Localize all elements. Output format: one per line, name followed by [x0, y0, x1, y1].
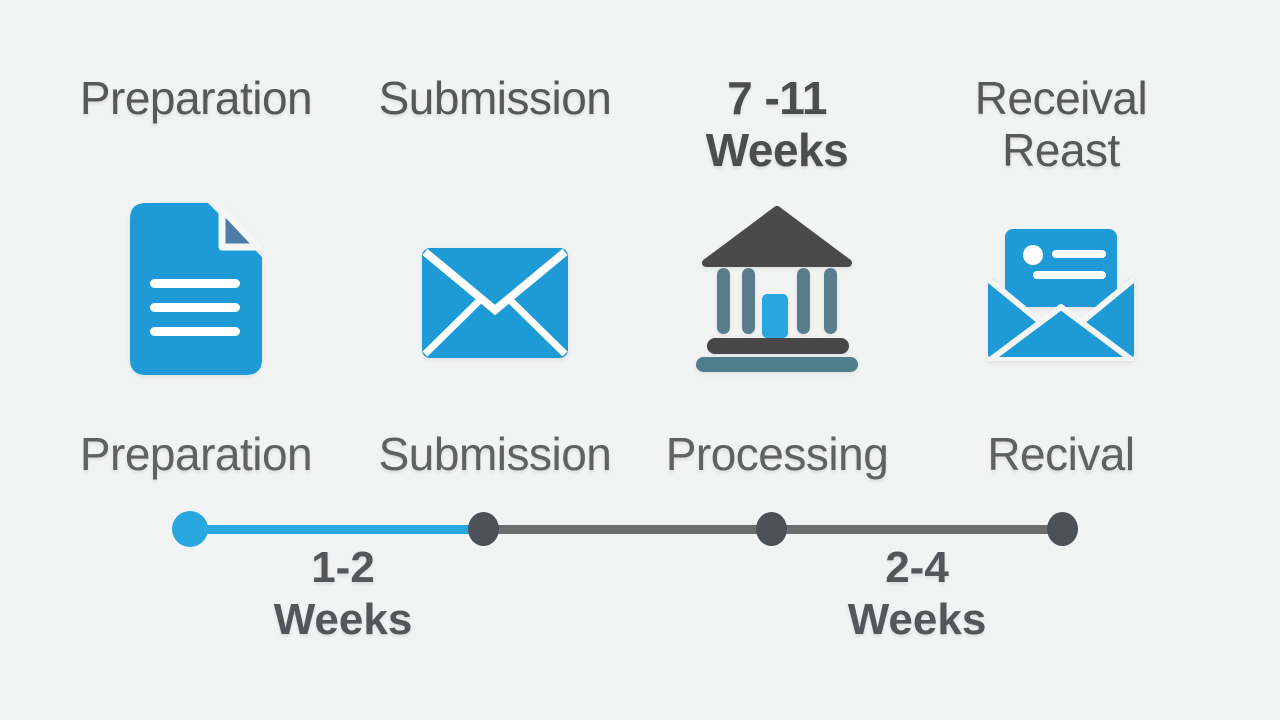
envelope-icon [335, 248, 655, 358]
stage-top-label-line: Weeks [705, 124, 849, 176]
stage-top-label: Receival Reast [901, 72, 1221, 176]
duration-range: 1-2 [311, 543, 375, 592]
stage-top-label: Preparation [36, 72, 356, 124]
timeline-dot-preparation [172, 511, 208, 547]
duration-range: 2-4 [885, 543, 949, 592]
document-icon [36, 203, 356, 375]
stage-top-label-line: Submission [378, 72, 612, 124]
timeline-dot-receival [1047, 512, 1078, 546]
duration-unit: Weeks [847, 595, 987, 644]
stage-processing: 7 -11 Weeks Processing [617, 0, 937, 720]
stage-top-label-line: Preparation [79, 72, 313, 124]
stage-bottom-label: Submission [378, 428, 612, 480]
open-envelope-icon [901, 227, 1221, 361]
stage-top-label-line: Reast [1002, 124, 1120, 176]
duration-label-2: 2-4 Weeks [767, 542, 1067, 646]
stage-bottom-label: Recival [987, 428, 1135, 480]
timeline-dot-processing [756, 512, 787, 546]
duration-label-1: 1-2 Weeks [193, 542, 493, 646]
timeline-dot-submission [468, 512, 499, 546]
stage-top-label: 7 -11 Weeks [617, 72, 937, 176]
stage-top-label: Submission [335, 72, 655, 124]
stage-bottom-label: Preparation [79, 428, 313, 480]
stage-bottom-label: Processing [665, 428, 889, 480]
stage-top-label-line: Receival [974, 72, 1148, 124]
stage-preparation: Preparation Preparation [36, 0, 356, 720]
stage-receival: Receival Reast Recival [901, 0, 1221, 720]
bank-icon [617, 206, 937, 372]
stage-top-label-line: 7 -11 [727, 72, 827, 124]
duration-unit: Weeks [273, 595, 413, 644]
stage-submission: Submission Submission [335, 0, 655, 720]
timeline-segment-active [190, 525, 483, 534]
